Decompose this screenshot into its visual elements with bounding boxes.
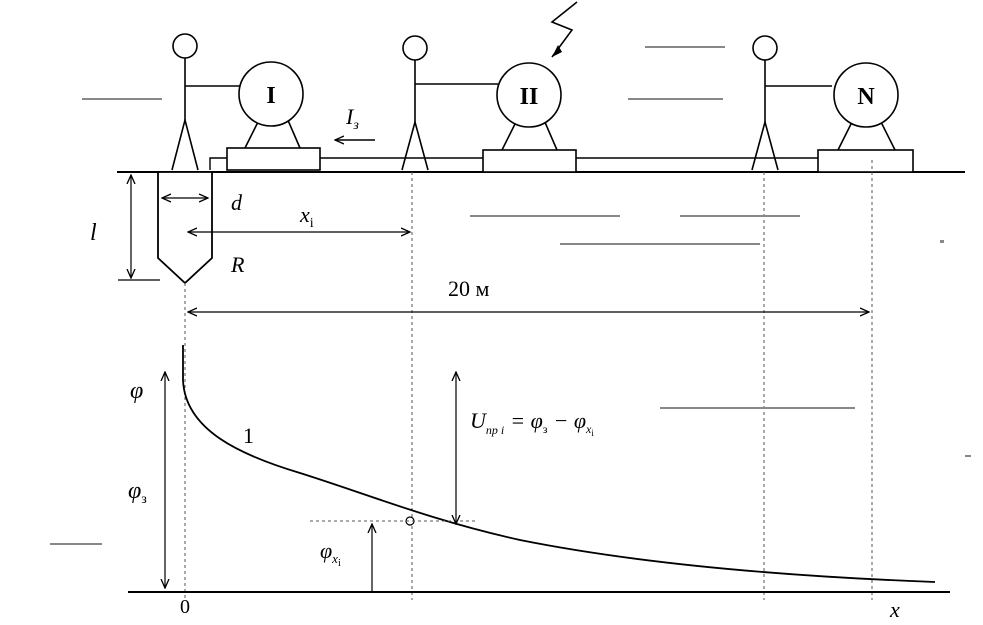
machine-1-label: I bbox=[266, 83, 275, 109]
machine-2 bbox=[482, 62, 577, 173]
origin-label: 0 bbox=[180, 596, 190, 618]
phi-xi-label: φxi bbox=[320, 538, 341, 569]
span-label: 20 м bbox=[448, 276, 490, 301]
diameter-label: d bbox=[231, 190, 243, 215]
current-label: Iз bbox=[345, 104, 359, 133]
lightning-tip bbox=[552, 45, 562, 57]
person-1-icon bbox=[171, 33, 240, 171]
phi-earth-label: φз bbox=[128, 478, 147, 507]
machine-n bbox=[817, 62, 914, 173]
potential-curve bbox=[182, 345, 936, 583]
curve-label: 1 bbox=[243, 423, 254, 448]
machine-1 bbox=[226, 61, 321, 171]
person-2-icon bbox=[401, 35, 498, 171]
machine-2-label: II bbox=[520, 84, 539, 110]
ground-electrode bbox=[157, 171, 213, 285]
machine-n-label: N bbox=[857, 84, 875, 110]
resistance-label: R bbox=[230, 252, 245, 277]
distance-label: xi bbox=[299, 202, 314, 231]
scan-noise bbox=[50, 46, 971, 545]
voltage-equation: Uпр i= φз− φxi bbox=[470, 408, 594, 438]
x-axis-label: x bbox=[889, 597, 900, 622]
lightning-bolt-icon bbox=[550, 1, 578, 58]
phi-label: φ bbox=[130, 378, 143, 404]
length-label: l bbox=[90, 220, 97, 246]
person-3-icon bbox=[751, 35, 832, 171]
grounding-conductor bbox=[209, 157, 872, 170]
